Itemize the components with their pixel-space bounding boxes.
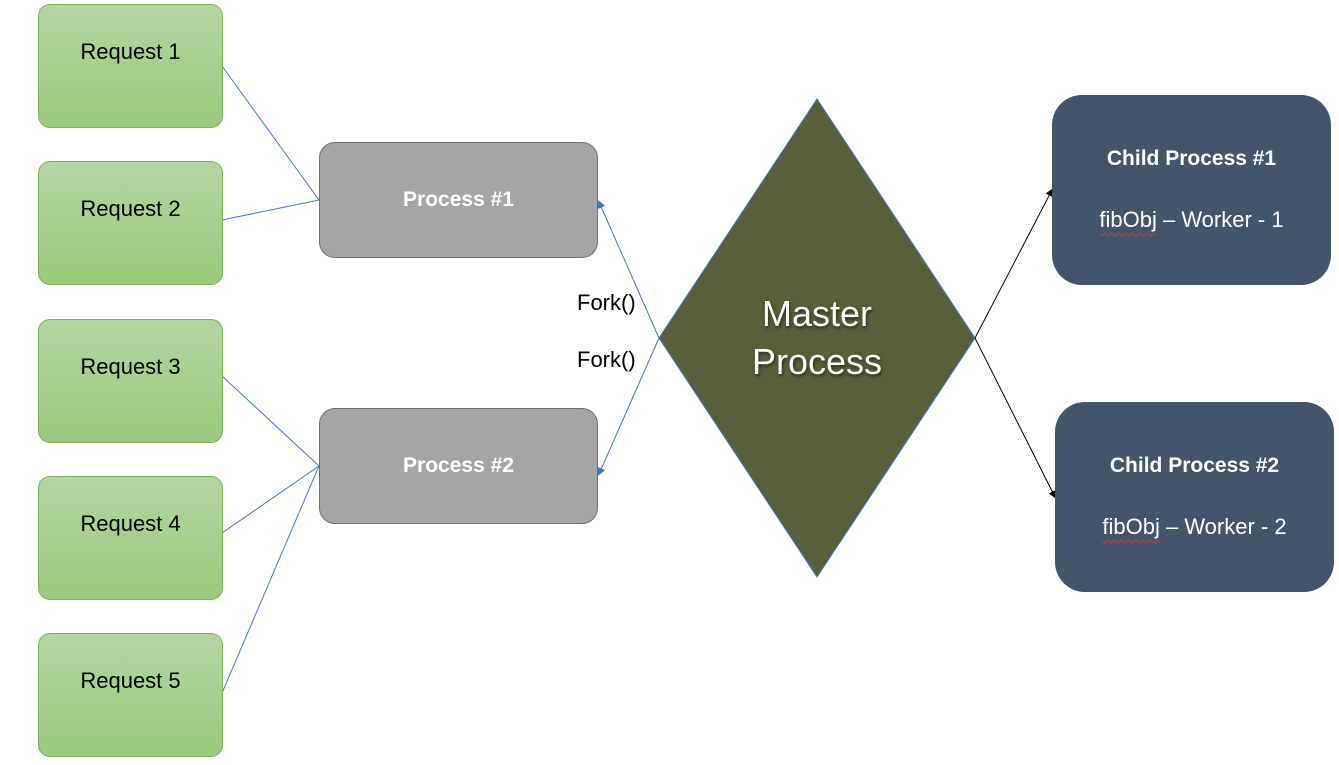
arrow-master-child1 — [974, 188, 1053, 339]
master-label-line2: Process — [751, 341, 883, 382]
request-box-2: Request 2 — [38, 161, 223, 285]
fork-arrow-process1 — [597, 200, 660, 339]
child-process-subtitle: fibObj – Worker - 1 — [1099, 207, 1283, 233]
connector-request5-process2 — [221, 465, 320, 694]
connector-request2-process1 — [221, 199, 320, 221]
request-label: Request 1 — [80, 39, 181, 64]
child-process-box-1: Child Process #1 fibObj – Worker - 1 — [1052, 95, 1331, 285]
child-process-object-name: fibObj — [1099, 207, 1157, 232]
request-box-5: Request 5 — [38, 633, 223, 757]
child-process-subtitle: fibObj – Worker - 2 — [1102, 514, 1286, 540]
request-box-1: Request 1 — [38, 4, 223, 128]
arrow-master-child2 — [974, 337, 1056, 499]
request-label: Request 4 — [80, 511, 181, 536]
process-box-1: Process #1 — [319, 142, 598, 258]
master-process-diamond — [658, 98, 976, 578]
request-label: Request 2 — [80, 196, 181, 221]
master-process-label: Master Process — [717, 290, 917, 386]
process-label: Process #2 — [403, 454, 514, 477]
fork-label-1: Fork() — [577, 290, 636, 315]
request-box-4: Request 4 — [38, 476, 223, 600]
child-process-worker-text: – Worker - 2 — [1159, 514, 1287, 539]
connector-request3-process2 — [221, 375, 320, 467]
request-label: Request 3 — [80, 354, 181, 379]
child-process-worker-text: – Worker - 1 — [1156, 207, 1284, 232]
child-process-object-name: fibObj — [1102, 514, 1160, 539]
request-box-3: Request 3 — [38, 319, 223, 443]
process-label: Process #1 — [403, 188, 514, 211]
master-label-line1: Master — [761, 293, 873, 334]
connector-request1-process1 — [221, 65, 320, 201]
request-label: Request 5 — [80, 668, 181, 693]
child-process-title: Child Process #1 — [1106, 147, 1277, 170]
fork-label-2: Fork() — [577, 347, 636, 372]
connector-request4-process2 — [221, 465, 320, 534]
fork-arrow-process2 — [597, 337, 660, 476]
child-process-box-2: Child Process #2 fibObj – Worker - 2 — [1055, 402, 1334, 592]
child-process-title: Child Process #2 — [1109, 454, 1280, 477]
process-box-2: Process #2 — [319, 408, 598, 524]
